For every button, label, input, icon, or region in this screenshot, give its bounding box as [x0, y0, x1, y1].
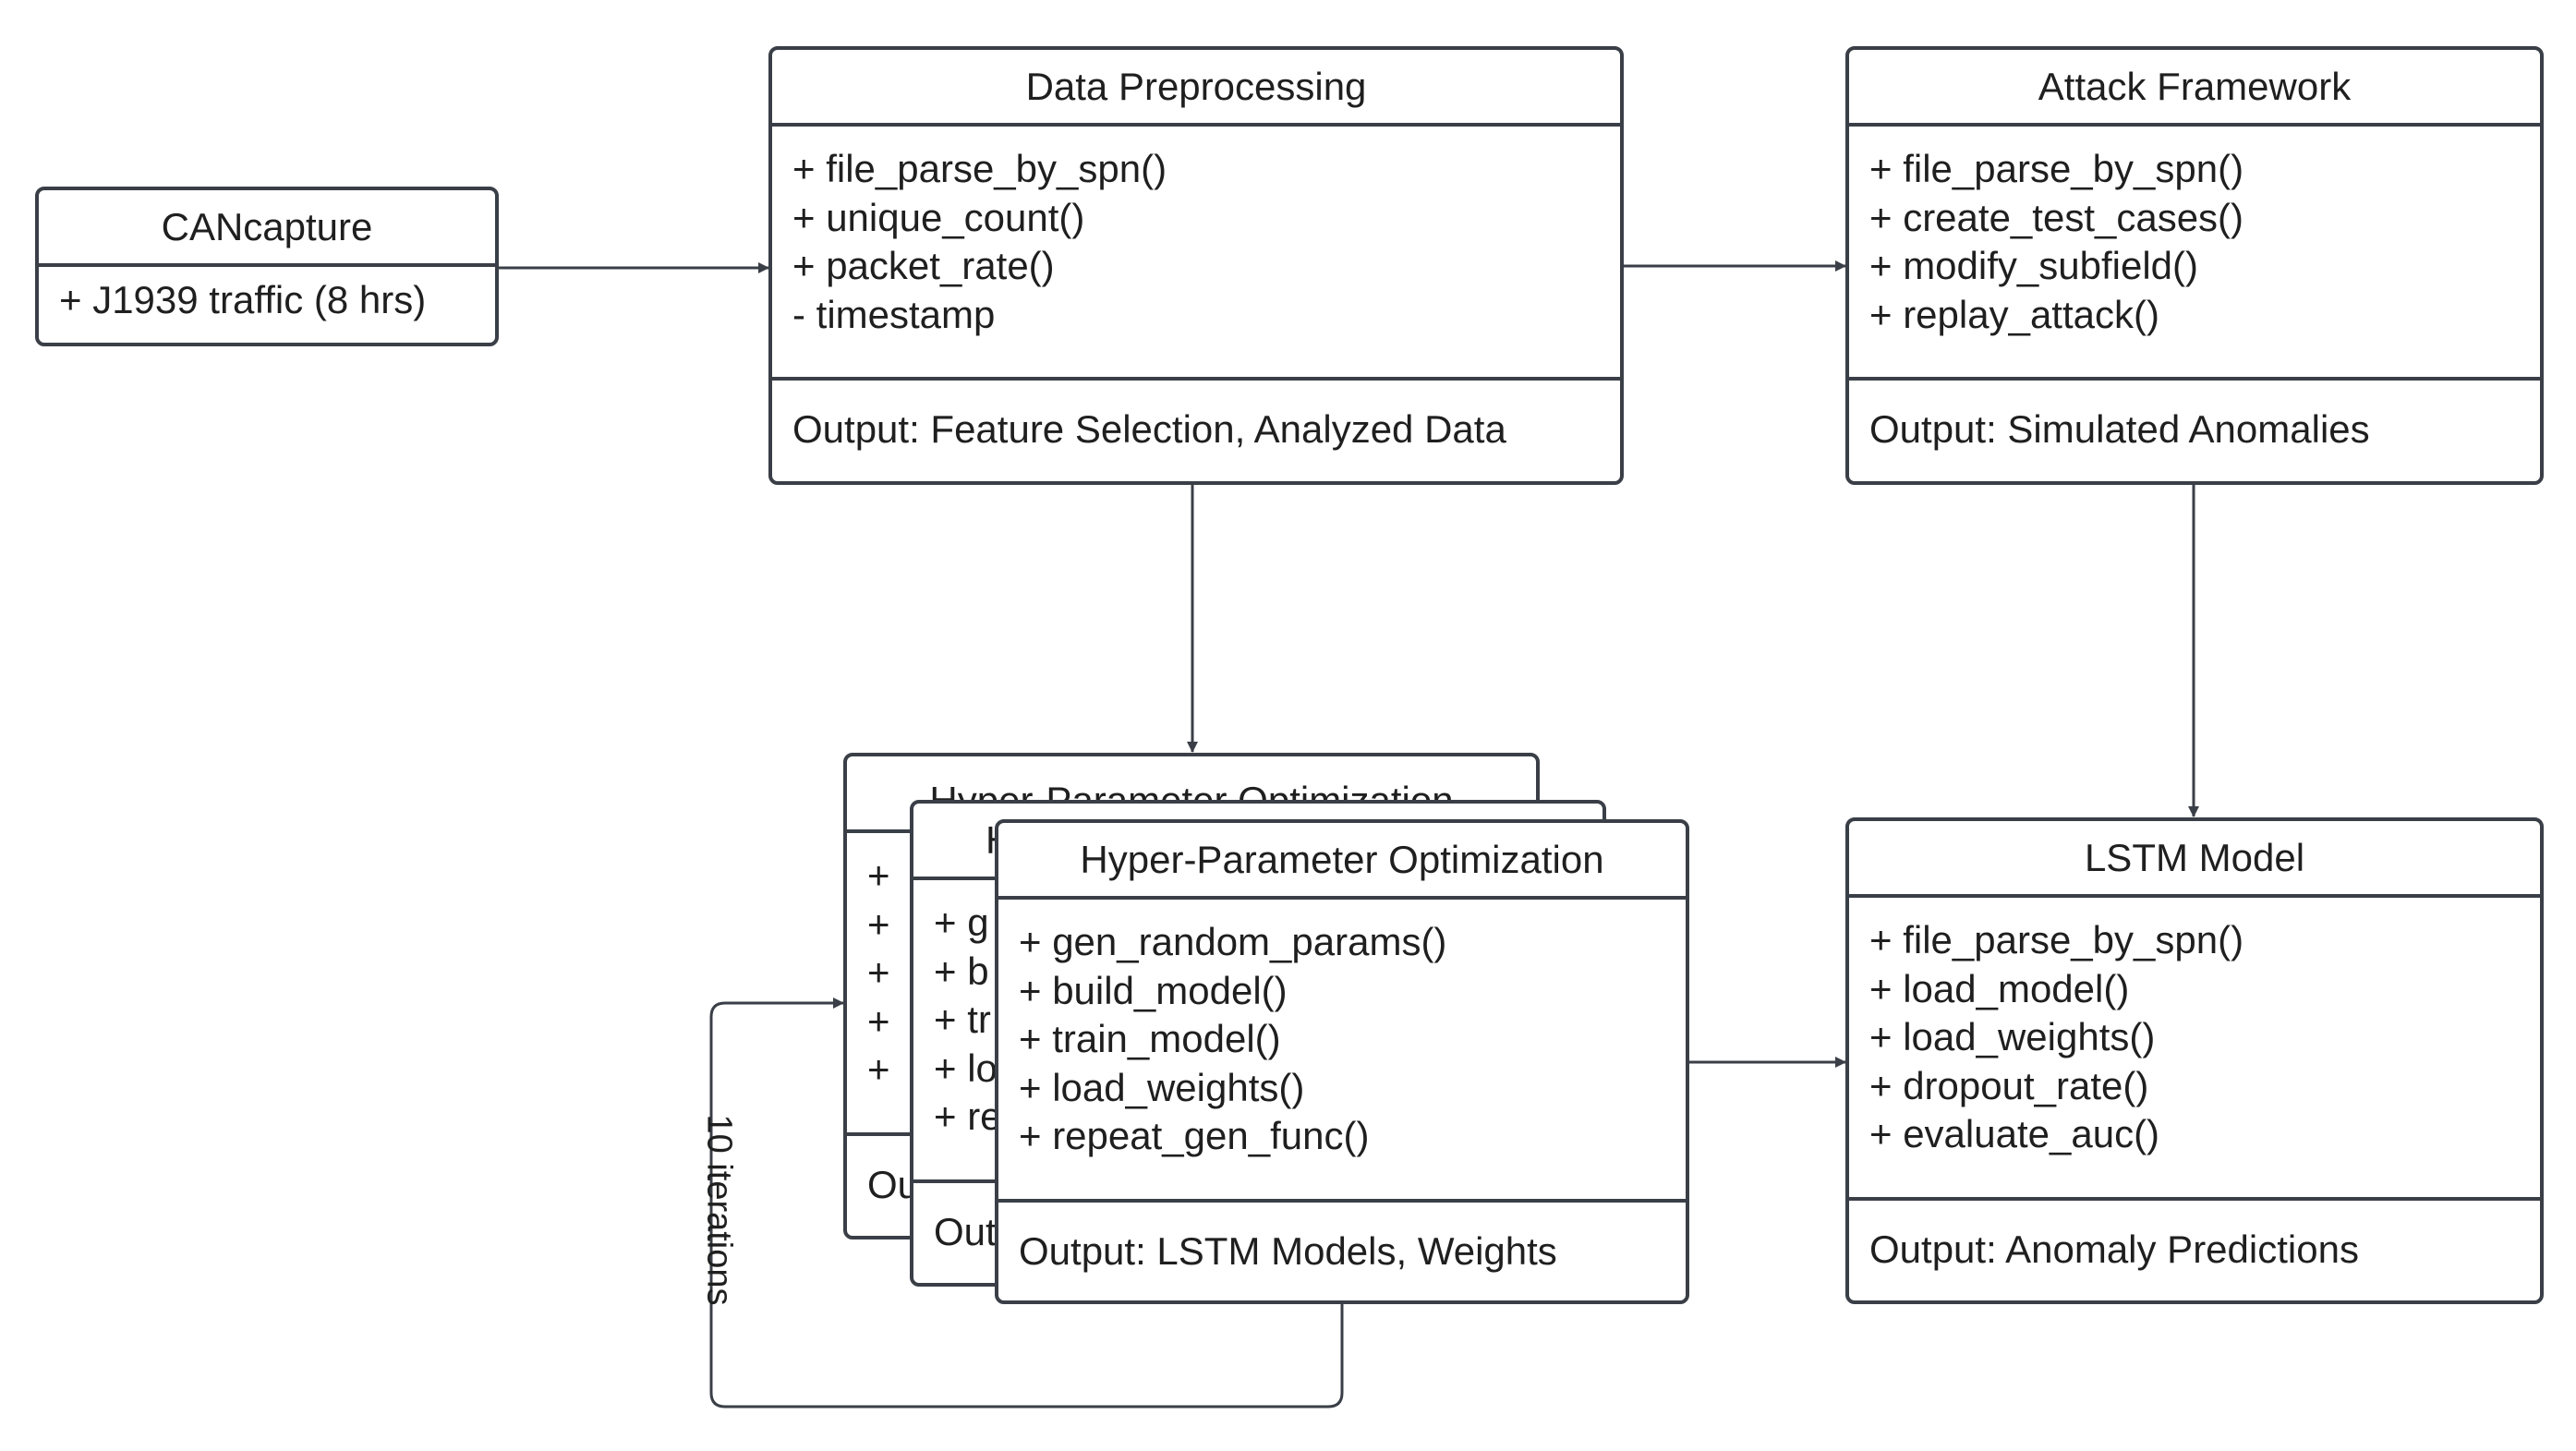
lstm-model-method: + load_model() [1869, 966, 2130, 1010]
preprocessing-method: + packet_rate() [792, 244, 1055, 287]
attack-framework-output: Output: Simulated Anomalies [1869, 407, 2370, 451]
lstm-model-method: + evaluate_auc() [1869, 1112, 2160, 1155]
preprocessing-title: Data Preprocessing [772, 50, 1620, 127]
lstm-model-methods: + file_parse_by_spn() + load_model() + l… [1849, 898, 2540, 1201]
hpo-back-method: + [867, 853, 890, 897]
cancapture-title: CANcapture [39, 190, 495, 267]
attack-framework-method: + create_test_cases() [1869, 195, 2244, 239]
lstm-model-method: + file_parse_by_spn() [1869, 918, 2244, 961]
edge-iteration-loop [709, 998, 1344, 1409]
preprocessing-methods: + file_parse_by_spn() + unique_count() +… [772, 127, 1620, 381]
loop-iterations-label: 10 iterations [699, 1114, 739, 1306]
hpo-middle-method: + b [934, 949, 989, 993]
attack-framework-method: + modify_subfield() [1869, 244, 2198, 287]
lstm-model-box: LSTM Model + file_parse_by_spn() + load_… [1845, 817, 2544, 1304]
preprocessing-method: + unique_count() [792, 195, 1085, 239]
hpo-middle-output: Out [934, 1210, 997, 1253]
attack-framework-title: Attack Framework [1849, 50, 2540, 127]
hpo-box-front: Hyper-Parameter Optimization + gen_rando… [995, 819, 1689, 1304]
attack-framework-methods: + file_parse_by_spn() + create_test_case… [1849, 127, 2540, 381]
hpo-middle-method: + lo [934, 1046, 998, 1090]
cancapture-box: CANcapture + J1939 traffic (8 hrs) [35, 187, 499, 346]
cancapture-attributes: + J1939 traffic (8 hrs) [39, 267, 495, 325]
preprocessing-method: - timestamp [792, 292, 996, 336]
hpo-middle-method: + tr [934, 998, 991, 1041]
hpo-front-method: + build_model() [1019, 968, 1288, 1012]
lstm-model-title: LSTM Model [1849, 821, 2540, 898]
preprocessing-output: Output: Feature Selection, Analyzed Data [792, 407, 1506, 451]
hpo-front-method: + gen_random_params() [1019, 920, 1447, 963]
preprocessing-box: Data Preprocessing + file_parse_by_spn()… [768, 46, 1624, 485]
hpo-front-output: Output: LSTM Models, Weights [1019, 1229, 1557, 1273]
lstm-model-method: + load_weights() [1869, 1015, 2156, 1058]
hpo-front-methods: + gen_random_params() + build_model() + … [998, 900, 1686, 1203]
attack-framework-method: + replay_attack() [1869, 292, 2159, 336]
cancapture-item: + J1939 traffic (8 hrs) [59, 278, 427, 321]
attack-framework-method: + file_parse_by_spn() [1869, 147, 2244, 190]
lstm-model-output: Output: Anomaly Predictions [1869, 1227, 2359, 1271]
hpo-back-method: + [867, 998, 890, 1043]
lstm-model-method: + dropout_rate() [1869, 1063, 2149, 1107]
hpo-back-method: + [867, 1047, 890, 1091]
preprocessing-method: + file_parse_by_spn() [792, 147, 1167, 190]
hpo-back-method: + [867, 950, 890, 994]
hpo-front-method: + repeat_gen_func() [1019, 1114, 1370, 1157]
hpo-middle-method: + re [934, 1094, 1002, 1138]
hpo-front-method: + train_model() [1019, 1017, 1281, 1060]
hpo-back-method: + [867, 901, 890, 946]
hpo-front-title: Hyper-Parameter Optimization [998, 823, 1686, 900]
hpo-front-method: + load_weights() [1019, 1065, 1305, 1109]
hpo-middle-method: + g [934, 901, 989, 944]
attack-framework-box: Attack Framework + file_parse_by_spn() +… [1845, 46, 2544, 485]
